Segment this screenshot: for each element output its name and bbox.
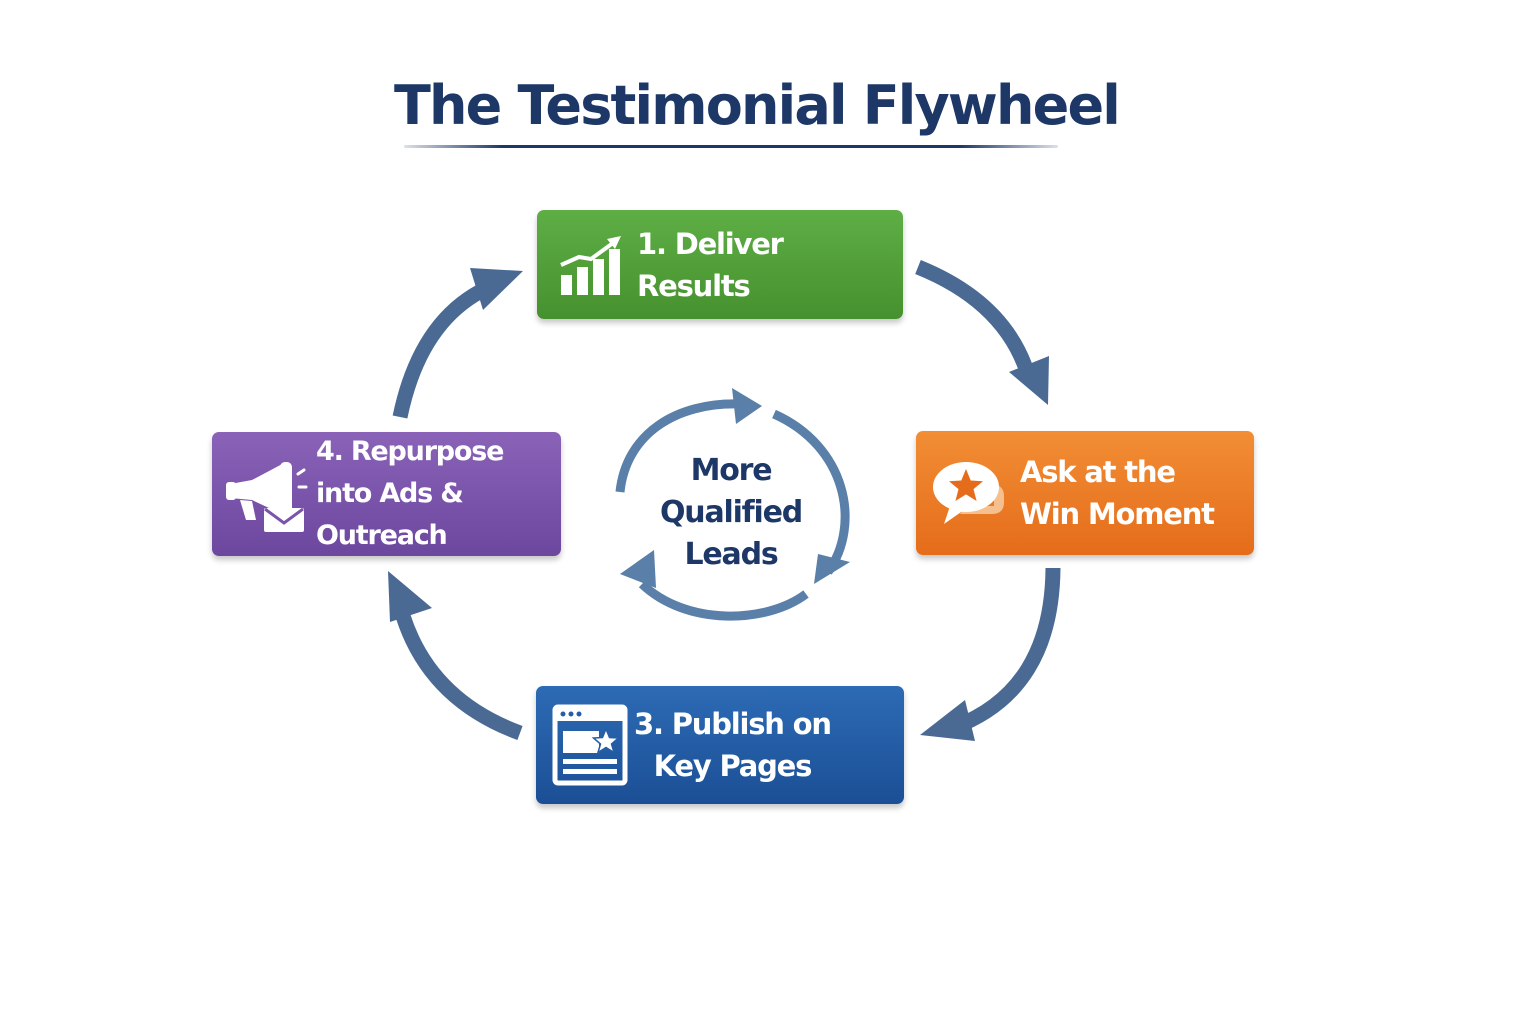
webpage-star-icon [552,704,628,786]
page-title: The Testimonial Flywheel [394,74,1121,137]
step-deliver-results: 1. Deliver Results [537,210,903,319]
arrow-step4-to-step1 [392,281,491,419]
step-publish-key-pages: 3. Publish on Key Pages [536,686,904,804]
step-ask-win-moment: Ask at the Win Moment [916,431,1254,555]
hub-arrowhead-right [814,554,850,584]
arrow-step2-to-step3 [952,567,1061,735]
center-hub: More Qualified Leads [606,384,856,624]
star-speech-bubble-icon [933,462,1004,524]
arrowhead-to-step2 [1009,356,1049,405]
cycle-arrows-icon [615,388,850,621]
step-label: 3. Publish on Key Pages [634,707,832,783]
megaphone-envelope-icon [226,462,308,532]
bar-chart-growth-icon [560,235,621,295]
hub-arc-top [615,399,741,493]
hub-arc-right [772,409,850,575]
hub-arrowhead-top [732,388,762,424]
step-label: Ask at the Win Moment [1020,455,1215,531]
step-repurpose-ads-outreach: 4. Repurpose into Ads & Outreach [212,432,561,556]
hub-arc-bottom [638,580,809,621]
step-label: 1. Deliver Results [637,226,784,303]
arrowhead-to-step3 [920,700,975,741]
arrow-step3-to-step4 [395,613,523,741]
hub-label: More Qualified Leads [659,453,803,572]
hub-arrowhead-bottom [620,550,656,588]
arrow-step1-to-step2 [915,260,1033,369]
title-underline [404,145,1058,148]
arrowhead-to-step1 [470,268,523,310]
step-label: 4. Repurpose into Ads & Outreach [316,436,504,551]
arrowhead-to-step4 [388,571,432,622]
